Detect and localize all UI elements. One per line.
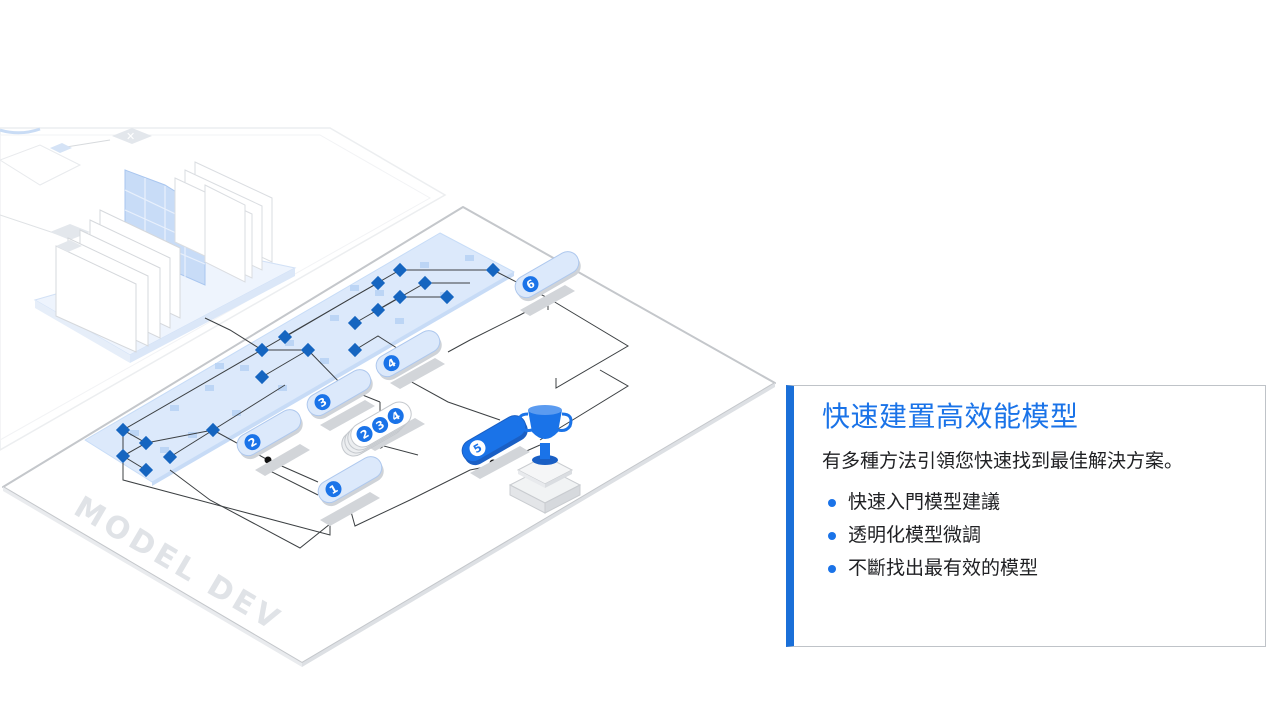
step-pill-2: 2 xyxy=(236,409,303,460)
bullet-dot-icon xyxy=(828,532,836,541)
feature-item: 不斷找出最有效的模型 xyxy=(822,552,1245,585)
x-tile-icon xyxy=(112,128,152,144)
pipeline-band xyxy=(84,232,515,486)
stacked-step-pills: 234 xyxy=(341,401,412,457)
trophy-icon xyxy=(508,405,582,514)
stack-labels: 234 xyxy=(356,408,404,442)
pipeline-nodes xyxy=(115,262,501,478)
bullet-dot-icon xyxy=(828,565,836,574)
background-board: ✕ xyxy=(0,127,447,451)
step-pill-5: 5 xyxy=(461,415,528,466)
bullet-dot-icon xyxy=(828,499,836,508)
feature-callout: 快速建置高效能模型 有多種方法引領您快速找到最佳解決方案。 快速入門模型建議 透… xyxy=(786,385,1266,647)
feature-item: 快速入門模型建議 xyxy=(822,486,1245,519)
svg-text:✕: ✕ xyxy=(126,130,135,143)
feature-item-label: 透明化模型微調 xyxy=(848,524,982,547)
step-pill-3: 3 xyxy=(306,369,373,420)
feature-item: 透明化模型微調 xyxy=(822,519,1245,552)
step-pill-1: 1 xyxy=(317,456,384,507)
feature-list: 快速入門模型建議 透明化模型微調 不斷找出最有效的模型 xyxy=(822,486,1245,585)
feature-item-label: 快速入門模型建議 xyxy=(848,491,1001,514)
panel-stack-back xyxy=(174,161,273,283)
callout-description: 有多種方法引領您快速找到最佳解決方案。 xyxy=(822,449,1184,472)
step-pill-4: 4 xyxy=(375,330,442,381)
feature-item-label: 不斷找出最有效的模型 xyxy=(848,557,1039,580)
panel-stack-front xyxy=(55,209,181,353)
callout-title: 快速建置高效能模型 xyxy=(822,400,1079,433)
step-pill-6: 6 xyxy=(514,251,581,302)
